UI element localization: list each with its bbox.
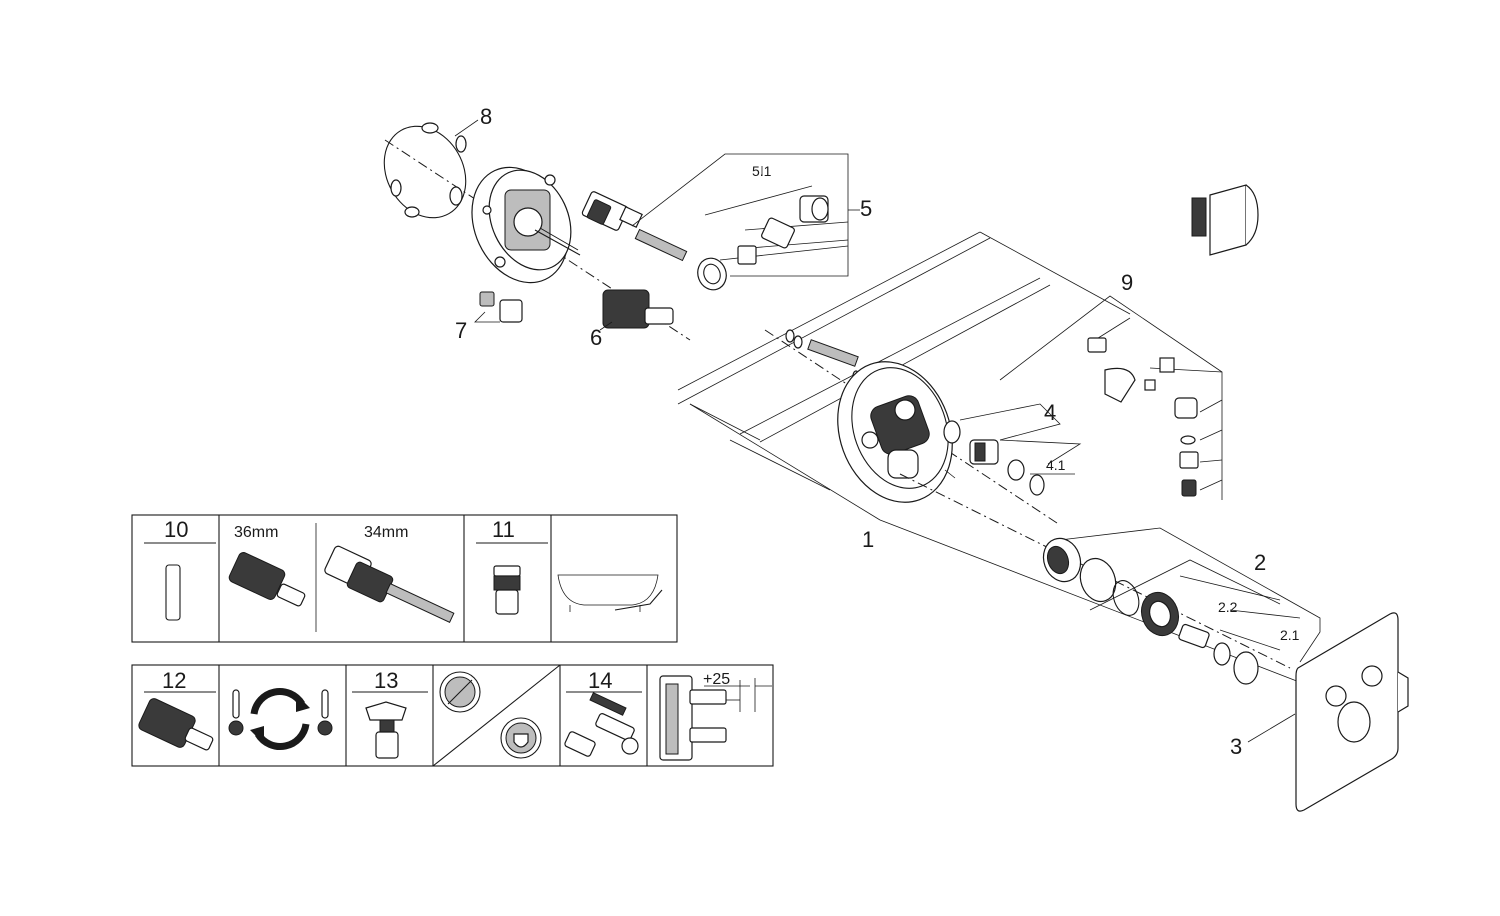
size-36mm: 36mm [234, 524, 278, 541]
label-2-2: 2.2 [1218, 599, 1238, 615]
label-3: 3 [1230, 734, 1242, 759]
thermometer-icon [228, 689, 333, 736]
cell-11-label: 11 [492, 517, 515, 542]
label-7: 7 [455, 318, 467, 343]
size-34mm: 34mm [364, 524, 408, 541]
cell-14-label: 14 [588, 668, 612, 693]
cartridge-5 [581, 191, 688, 262]
cartridge-11 [493, 565, 521, 615]
table-top [131, 514, 678, 643]
spray-icon [500, 717, 542, 759]
label-5-1: 5.1 [752, 163, 772, 179]
install-depth [659, 675, 772, 761]
cell-12-label: 12 [162, 668, 186, 693]
label-2-1: 2.1 [1280, 627, 1300, 643]
cartridge-34mm [324, 545, 455, 623]
label-1: 1 [862, 527, 874, 552]
parts-9 [999, 295, 1223, 500]
label-4-1: 4.1 [1046, 457, 1066, 473]
body-plate-part-1 [837, 361, 953, 503]
cell-13-label: 13 [374, 668, 398, 693]
table-bottom [131, 664, 774, 767]
plus-25-label: +25 [703, 671, 730, 688]
label-9: 9 [1121, 270, 1133, 295]
cartridge-36mm [228, 552, 306, 607]
cell-10-label: 10 [164, 517, 188, 542]
cycle-arrows-icon [250, 688, 310, 750]
wall-plane [677, 231, 1321, 691]
label-6: 6 [590, 325, 602, 350]
wall-holder [1191, 184, 1259, 256]
cartridge-12 [138, 698, 214, 751]
seal-ring-part-8 [383, 122, 467, 219]
cartridge-13 [365, 701, 407, 759]
parts-2-group [1042, 527, 1321, 685]
label-5: 5 [860, 196, 872, 221]
label-2: 2 [1254, 550, 1266, 575]
parts-5-group [631, 153, 860, 291]
face-plate-part-3 [1247, 612, 1409, 812]
bathtub-icon [557, 574, 663, 612]
cartridge-part-6 [599, 289, 674, 331]
parts-4 [943, 403, 1082, 496]
label-8: 8 [480, 104, 492, 129]
parts-14 [564, 692, 639, 757]
label-4: 4 [1044, 400, 1056, 425]
valve-body [471, 166, 581, 284]
parts-7 [474, 291, 523, 323]
no-spray-icon [439, 671, 481, 713]
